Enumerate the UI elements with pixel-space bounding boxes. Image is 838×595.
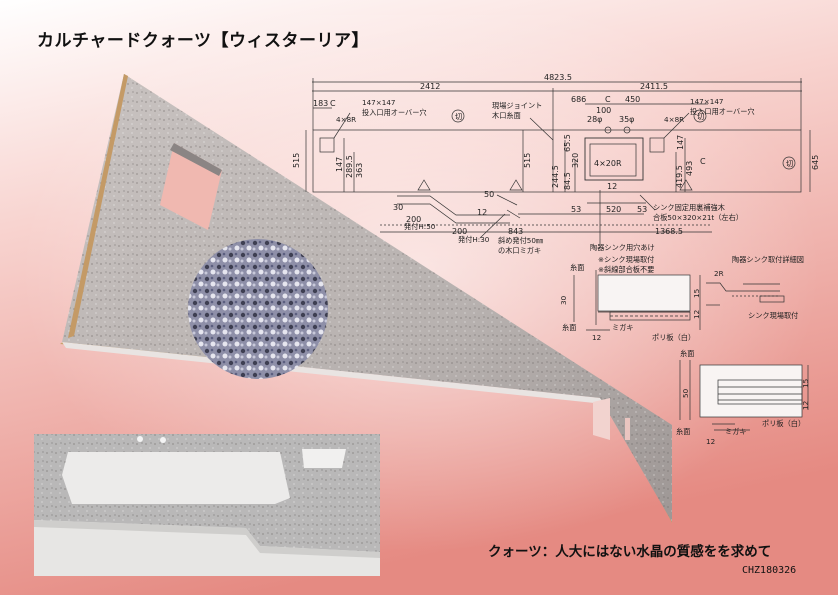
svg-text:陶器シンク用穴あけ: 陶器シンク用穴あけ xyxy=(590,243,655,252)
dim-4x20r: 4×20R xyxy=(594,159,622,168)
svg-text:12: 12 xyxy=(592,333,601,342)
svg-text:発付H:50: 発付H:50 xyxy=(404,222,436,231)
svg-text:ポリ板（白）: ポリ板（白） xyxy=(762,419,805,428)
svg-text:289.5: 289.5 xyxy=(345,155,354,178)
svg-text:12: 12 xyxy=(706,437,715,446)
dim-28: 28φ xyxy=(587,115,602,124)
svg-text:シンク現場取付: シンク現場取付 xyxy=(748,311,798,320)
dim-right: 2411.5 xyxy=(640,82,668,91)
dim-450: 450 xyxy=(625,95,640,104)
svg-text:4×8R: 4×8R xyxy=(664,115,684,124)
svg-text:※シンク現場取付: ※シンク現場取付 xyxy=(598,255,654,264)
tagline: クォーツ：人大にはない水晶の質感をを求めて xyxy=(488,544,772,560)
svg-text:糸面: 糸面 xyxy=(680,349,694,358)
svg-text:投入口用オーバー穴: 投入口用オーバー穴 xyxy=(362,108,427,117)
svg-text:ポリ板（白）: ポリ板（白） xyxy=(652,333,695,342)
dim-30: 30 xyxy=(393,203,403,212)
svg-text:2R: 2R xyxy=(714,269,724,278)
svg-text:※斜線部合板不要: ※斜線部合板不要 xyxy=(598,265,654,274)
svg-text:244.5: 244.5 xyxy=(551,165,560,188)
svg-text:12: 12 xyxy=(692,310,701,319)
svg-text:木口糸面: 木口糸面 xyxy=(492,111,521,120)
dim-35: 35φ xyxy=(619,115,634,124)
svg-text:419.5: 419.5 xyxy=(675,165,684,188)
svg-text:363: 363 xyxy=(355,163,364,178)
svg-text:15: 15 xyxy=(801,379,810,388)
svg-text:切: 切 xyxy=(786,159,793,168)
dim-100: 100 xyxy=(596,106,611,115)
svg-text:12: 12 xyxy=(801,401,810,410)
granite-sample-circle xyxy=(188,239,328,379)
svg-text:147×147: 147×147 xyxy=(362,98,395,107)
dim-843: 843 xyxy=(508,227,523,236)
svg-text:147: 147 xyxy=(335,157,344,172)
dim-c3: C xyxy=(700,157,706,166)
svg-text:投入口用オーバー穴: 投入口用オーバー穴 xyxy=(690,107,755,116)
section-detail-1 xyxy=(573,270,785,331)
svg-text:斜め発付50㎜: 斜め発付50㎜ xyxy=(498,236,543,245)
dim-50: 50 xyxy=(484,190,494,199)
svg-text:ミガキ: ミガキ xyxy=(612,323,634,332)
svg-text:84.5: 84.5 xyxy=(563,172,572,190)
dim-12: 12 xyxy=(607,182,617,191)
svg-text:15: 15 xyxy=(692,289,701,298)
drawing-labels: 147×147 投入口用オーバー穴 4×8R 147×147 投入口用オーバー穴… xyxy=(336,97,804,320)
svg-text:320: 320 xyxy=(571,153,580,168)
dim-c1: C xyxy=(330,99,336,108)
svg-text:発付H:30: 発付H:30 xyxy=(458,235,490,244)
svg-text:4×8R: 4×8R xyxy=(336,115,356,124)
dim-520: 520 xyxy=(606,205,621,214)
section-detail-2 xyxy=(679,360,809,431)
svg-text:糸面: 糸面 xyxy=(562,323,576,332)
svg-text:糸面: 糸面 xyxy=(676,427,690,436)
section-1-labels: 糸面 糸面 30 15 12 12 ミガキ ポリ板（白） xyxy=(559,263,701,342)
svg-text:の木口ミガキ: の木口ミガキ xyxy=(498,246,541,255)
svg-text:30: 30 xyxy=(559,295,568,305)
svg-text:65.5: 65.5 xyxy=(563,134,572,152)
svg-text:515: 515 xyxy=(523,153,532,168)
svg-text:493: 493 xyxy=(685,161,694,176)
dim-total: 4823.5 xyxy=(544,73,572,82)
dim-left: 2412 xyxy=(420,82,440,91)
svg-text:645: 645 xyxy=(811,155,820,170)
dim-200b: 200 xyxy=(452,227,467,236)
svg-text:147×147: 147×147 xyxy=(690,97,723,106)
dim-1368: 1368.5 xyxy=(655,227,683,236)
dim-200: 200 xyxy=(406,215,421,224)
dim-12b: 12 xyxy=(477,208,487,217)
technical-drawing xyxy=(305,78,811,248)
section-2-labels: 糸面 糸面 50 15 12 12 ミガキ ポリ板（白） xyxy=(676,349,810,446)
svg-text:合板50×320×21t（左右）: 合板50×320×21t（左右） xyxy=(653,213,743,222)
svg-text:147: 147 xyxy=(676,135,685,150)
dim-183: 183 xyxy=(313,99,328,108)
svg-text:現場ジョイント: 現場ジョイント xyxy=(492,101,542,110)
svg-text:切: 切 xyxy=(455,112,462,121)
svg-text:ミガキ: ミガキ xyxy=(725,427,747,436)
svg-text:シンク固定用裏補強木: シンク固定用裏補強木 xyxy=(653,203,725,212)
dim-53b: 53 xyxy=(637,205,647,214)
countertop-photo xyxy=(60,74,672,523)
document-code: CHZ180326 xyxy=(742,565,797,576)
inset-photo xyxy=(34,434,380,576)
drawing-vertical-dims: 515 645 289.5 363 147 147 515 320 244.5 … xyxy=(292,134,820,190)
svg-text:陶器シンク取付詳細図: 陶器シンク取付詳細図 xyxy=(732,255,804,264)
dim-53a: 53 xyxy=(571,205,581,214)
svg-text:515: 515 xyxy=(292,153,301,168)
dim-686: 686 xyxy=(571,95,586,104)
svg-text:切: 切 xyxy=(697,112,704,121)
dim-c2: C xyxy=(605,95,611,104)
svg-text:50: 50 xyxy=(681,388,690,398)
svg-text:糸面: 糸面 xyxy=(570,263,584,272)
page-title: カルチャードクォーツ【ウィスターリア】 xyxy=(37,31,369,51)
drawing-dimensions: 4823.5 2412 2411.5 183 C 686 C 450 100 2… xyxy=(313,73,706,236)
